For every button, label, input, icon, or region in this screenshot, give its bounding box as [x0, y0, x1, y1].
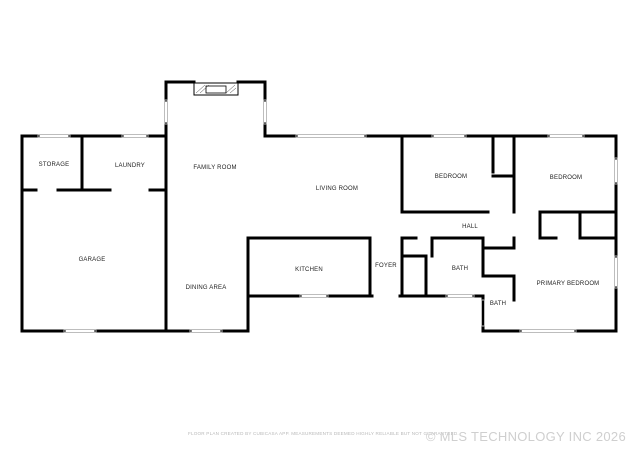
- room-labels: STORAGE LAUNDRY FAMILY ROOM GARAGE DININ…: [39, 162, 600, 307]
- walls: [20, 80, 618, 333]
- label-storage: STORAGE: [39, 162, 70, 168]
- label-foyer: FOYER: [375, 263, 397, 269]
- windows: [37, 99, 618, 333]
- label-primary-bedroom: PRIMARY BEDROOM: [537, 281, 600, 287]
- label-laundry: LAUNDRY: [115, 163, 145, 169]
- label-family-room: FAMILY ROOM: [193, 165, 236, 171]
- label-kitchen: KITCHEN: [295, 267, 323, 273]
- label-bath-1: BATH: [452, 266, 468, 272]
- label-bedroom-1: BEDROOM: [435, 174, 467, 180]
- label-hall: HALL: [462, 224, 478, 230]
- label-living-room: LIVING ROOM: [316, 186, 358, 192]
- floor-plan-disclaimer: FLOOR PLAN CREATED BY CUBICASA APP. MEAS…: [188, 431, 459, 436]
- label-dining-area: DINING AREA: [186, 285, 227, 291]
- label-bath-2: BATH: [490, 301, 506, 307]
- copyright-watermark: © MLS TECHNOLOGY INC 2026: [425, 429, 626, 444]
- label-garage: GARAGE: [79, 257, 106, 263]
- label-bedroom-2: BEDROOM: [550, 175, 582, 181]
- fireplace-icon: [193, 82, 239, 96]
